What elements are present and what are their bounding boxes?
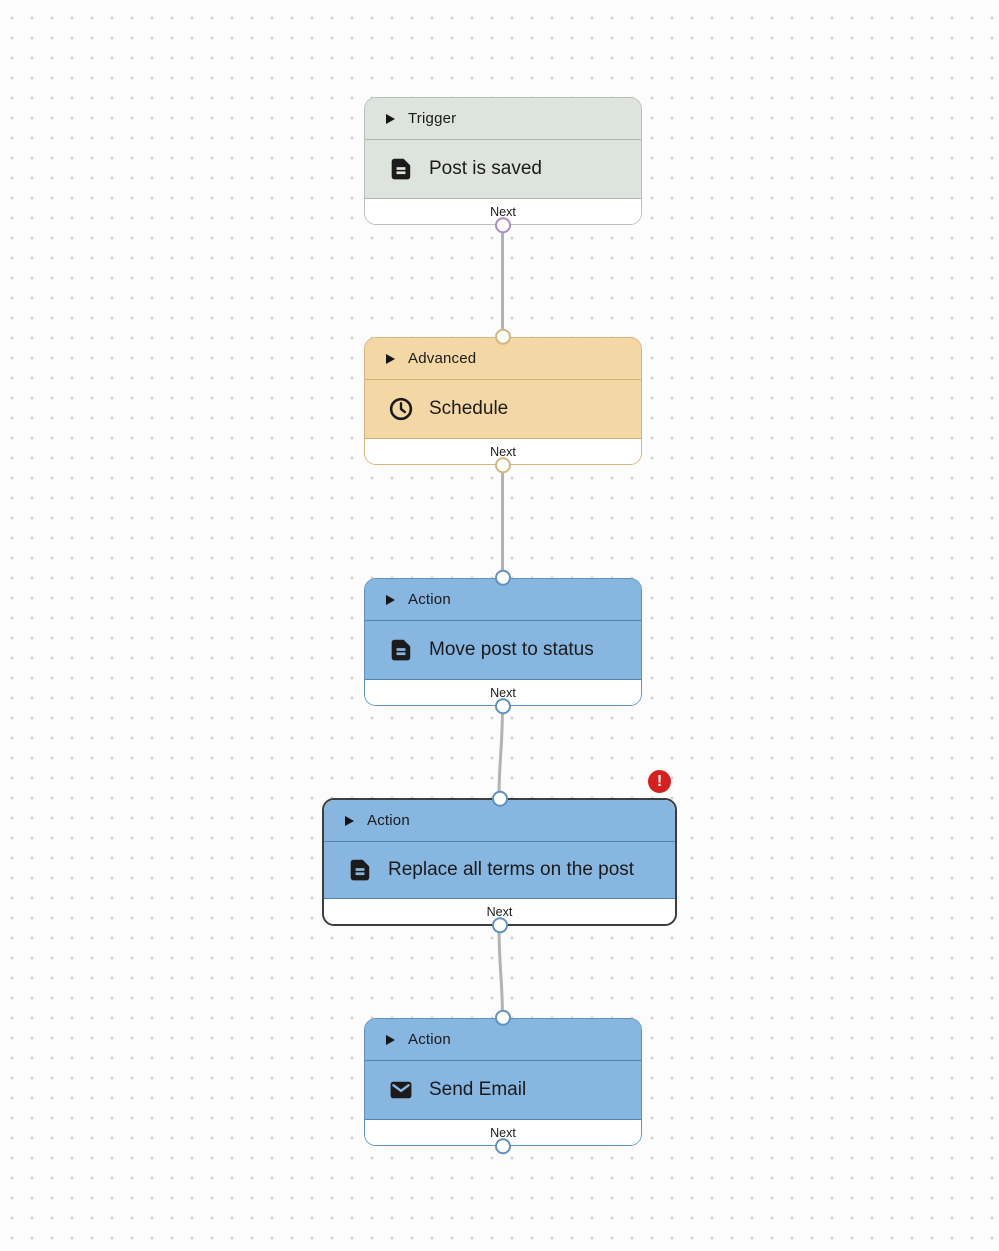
next-label: Next — [490, 444, 516, 459]
node-type-label: Advanced — [408, 350, 477, 367]
output-port[interactable] — [495, 217, 511, 234]
error-badge[interactable]: ! — [648, 770, 671, 793]
input-port[interactable] — [495, 569, 511, 586]
input-port[interactable] — [495, 328, 511, 345]
node-replace-all-terms[interactable]: Action Replace all terms on the post Nex… — [322, 790, 677, 934]
node-body[interactable]: Post is saved — [365, 140, 641, 198]
input-port[interactable] — [491, 790, 508, 807]
node-send-email[interactable]: Action Send Email Next — [364, 1009, 642, 1155]
node-schedule[interactable]: Advanced Schedule Next — [364, 328, 642, 474]
expand-triangle-icon — [386, 1034, 395, 1045]
node-type-label: Action — [408, 1031, 451, 1048]
expand-triangle-icon — [386, 594, 395, 605]
envelope-icon — [388, 1077, 414, 1103]
node-type-label: Action — [408, 591, 451, 608]
node-title: Move post to status — [429, 639, 594, 660]
expand-triangle-icon — [345, 815, 354, 826]
node-title: Replace all terms on the post — [388, 859, 635, 880]
post-icon — [388, 156, 414, 182]
input-port[interactable] — [495, 1009, 511, 1026]
clock-icon — [388, 396, 414, 422]
post-icon — [347, 857, 373, 883]
node-header[interactable]: Action — [324, 800, 675, 842]
node-title: Post is saved — [429, 158, 542, 179]
node-footer: Next — [365, 679, 641, 705]
expand-triangle-icon — [386, 353, 395, 364]
node-body[interactable]: Schedule — [365, 380, 641, 438]
next-label: Next — [490, 1125, 516, 1140]
next-label: Next — [486, 904, 513, 919]
exclamation-icon: ! — [656, 773, 663, 790]
edge-replace-to-email — [497, 924, 504, 1020]
node-title: Send Email — [429, 1079, 527, 1100]
node-body[interactable]: Send Email — [365, 1061, 641, 1119]
node-title: Schedule — [429, 398, 509, 419]
node-header[interactable]: Trigger — [365, 98, 641, 140]
node-move-post-to-status[interactable]: Action Move post to status Next — [364, 569, 642, 715]
next-label: Next — [490, 204, 516, 219]
output-port[interactable] — [495, 1138, 511, 1155]
post-icon — [388, 637, 414, 663]
output-port[interactable] — [495, 698, 511, 715]
node-post-is-saved[interactable]: Trigger Post is saved Next — [364, 97, 642, 234]
node-type-label: Action — [367, 812, 410, 829]
output-port[interactable] — [495, 457, 511, 474]
output-port[interactable] — [491, 917, 508, 934]
next-label: Next — [490, 685, 516, 700]
node-header[interactable]: Action — [365, 579, 641, 621]
node-header[interactable]: Advanced — [365, 338, 641, 380]
node-header[interactable]: Action — [365, 1019, 641, 1061]
expand-triangle-icon — [386, 113, 395, 124]
edge-move-to-replace — [497, 704, 504, 800]
node-body[interactable]: Move post to status — [365, 621, 641, 679]
node-type-label: Trigger — [408, 110, 457, 127]
node-body[interactable]: Replace all terms on the post — [324, 842, 675, 898]
